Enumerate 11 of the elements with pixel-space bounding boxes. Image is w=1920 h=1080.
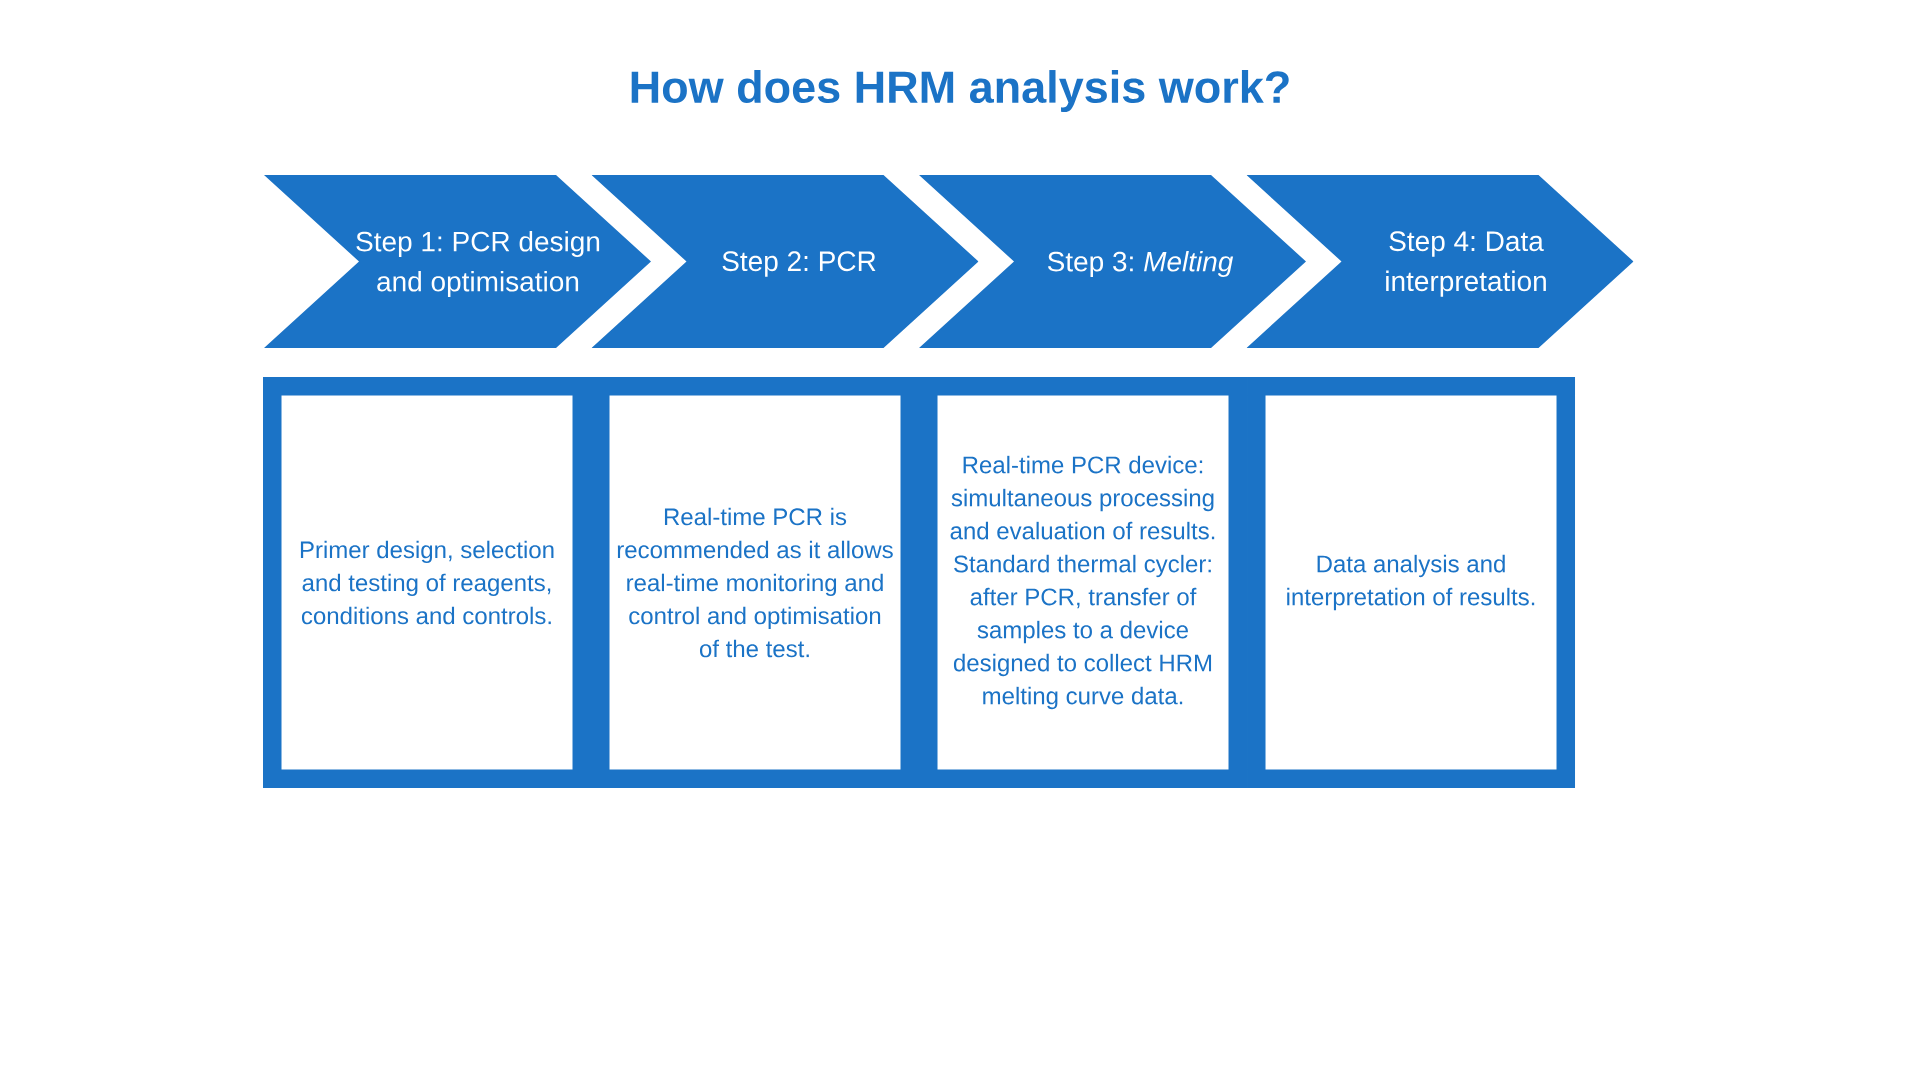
text-box: Data analysis and interpretation of results. (1247, 377, 1575, 788)
node-label: Step 2: PCR (722, 251, 876, 277)
title: How does HRM analysis work? (631, 70, 1289, 112)
text-box: Real-time PCR device: simultaneous processing and evaluation of results. Standard thermal cycler: after PCR, transfer of samples to a device designed to collect HRM melting curve data. (919, 377, 1247, 788)
text-box: Real-time PCR is recommended as it allows real-time monitoring and control and optimisation of the test. (591, 377, 919, 788)
text-box: Primer design, selection and testing of reagents, conditions and controls. (263, 377, 591, 788)
node-label: Step 3: Melting (1047, 250, 1234, 278)
step-banner: Step 1: PCR design and optimisation (264, 175, 651, 348)
node-label: Step 4: Data interpretation (1386, 231, 1546, 297)
step-banner: Step 3: Melting (919, 175, 1306, 348)
step-banner: Step 4: Data interpretation (1246, 175, 1634, 348)
